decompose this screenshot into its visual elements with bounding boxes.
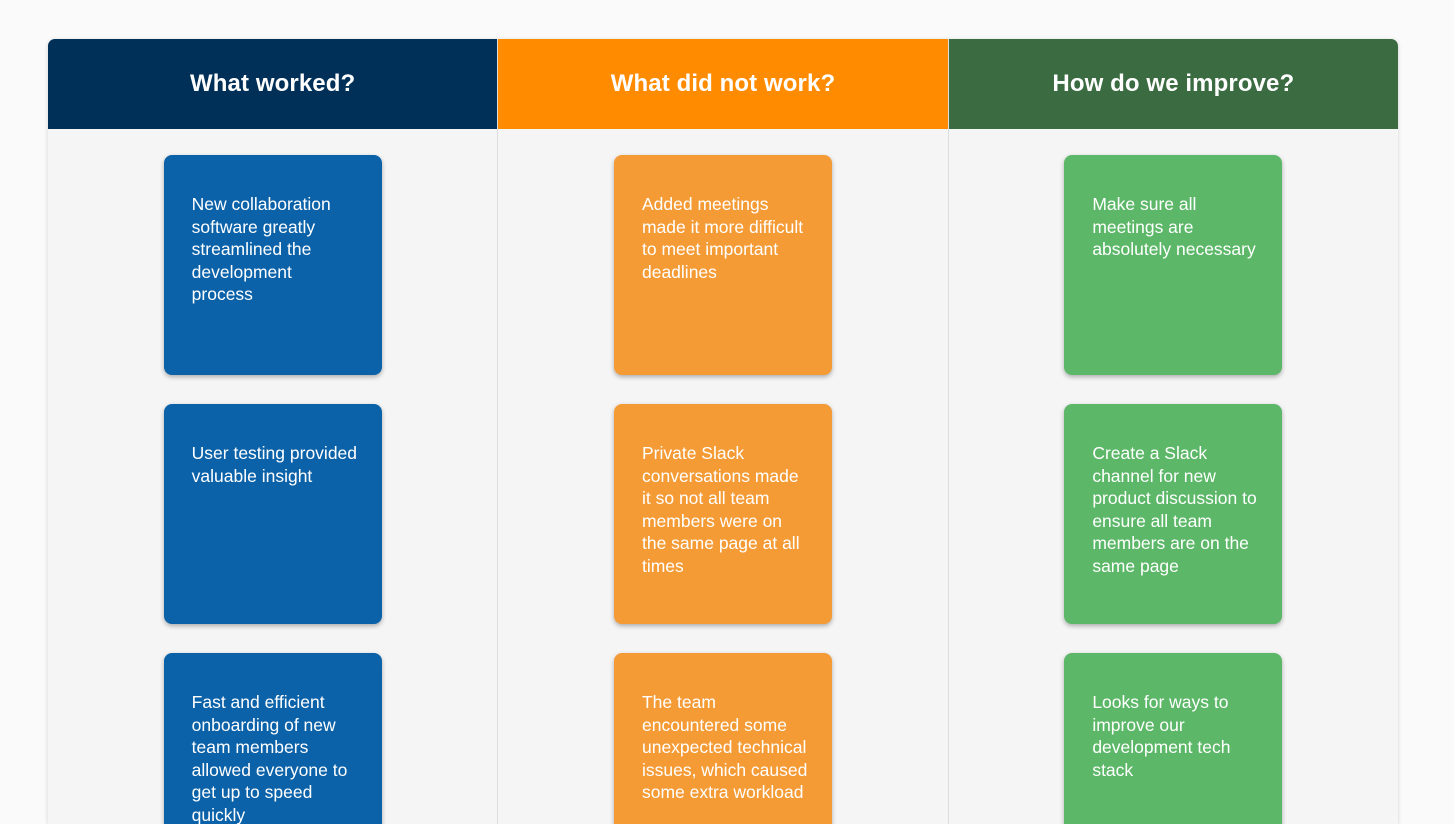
sticky-card[interactable]: Added meetings made it more difficult to…	[613, 155, 832, 375]
column-header-how-do-we-improve[interactable]: How do we improve?	[948, 39, 1398, 129]
board-column-what-did-not-work: What did not work? Added meetings made i…	[498, 39, 949, 824]
column-title: How do we improve?	[1052, 69, 1295, 97]
column-card-list-what-worked[interactable]: New collaboration software greatly strea…	[48, 129, 497, 824]
sticky-card[interactable]: New collaboration software greatly strea…	[163, 155, 382, 375]
board-column-how-do-we-improve: How do we improve? Make sure all meeting…	[948, 39, 1398, 824]
sticky-card[interactable]: Fast and efficient onboarding of new tea…	[163, 653, 382, 824]
column-header-what-worked[interactable]: What worked?	[48, 39, 498, 129]
column-card-list-how-do-we-improve[interactable]: Make sure all meetings are absolutely ne…	[949, 129, 1398, 824]
column-header-what-did-not-work[interactable]: What did not work?	[498, 39, 948, 129]
column-title: What worked?	[190, 69, 356, 97]
board-column-what-worked: What worked? New collaboration software …	[48, 39, 499, 824]
sticky-card[interactable]: Private Slack conversations made it so n…	[613, 404, 832, 624]
column-card-list-what-did-not-work[interactable]: Added meetings made it more difficult to…	[498, 129, 947, 824]
retrospective-board: What worked? New collaboration software …	[48, 39, 1398, 824]
sticky-card[interactable]: The team encountered some unexpected tec…	[613, 653, 832, 824]
sticky-card[interactable]: User testing provided valuable insight	[163, 404, 382, 624]
sticky-card[interactable]: Looks for ways to improve our developmen…	[1064, 653, 1283, 824]
sticky-card[interactable]: Make sure all meetings are absolutely ne…	[1064, 155, 1283, 375]
sticky-card[interactable]: Create a Slack channel for new product d…	[1064, 404, 1283, 624]
column-title: What did not work?	[610, 69, 836, 97]
